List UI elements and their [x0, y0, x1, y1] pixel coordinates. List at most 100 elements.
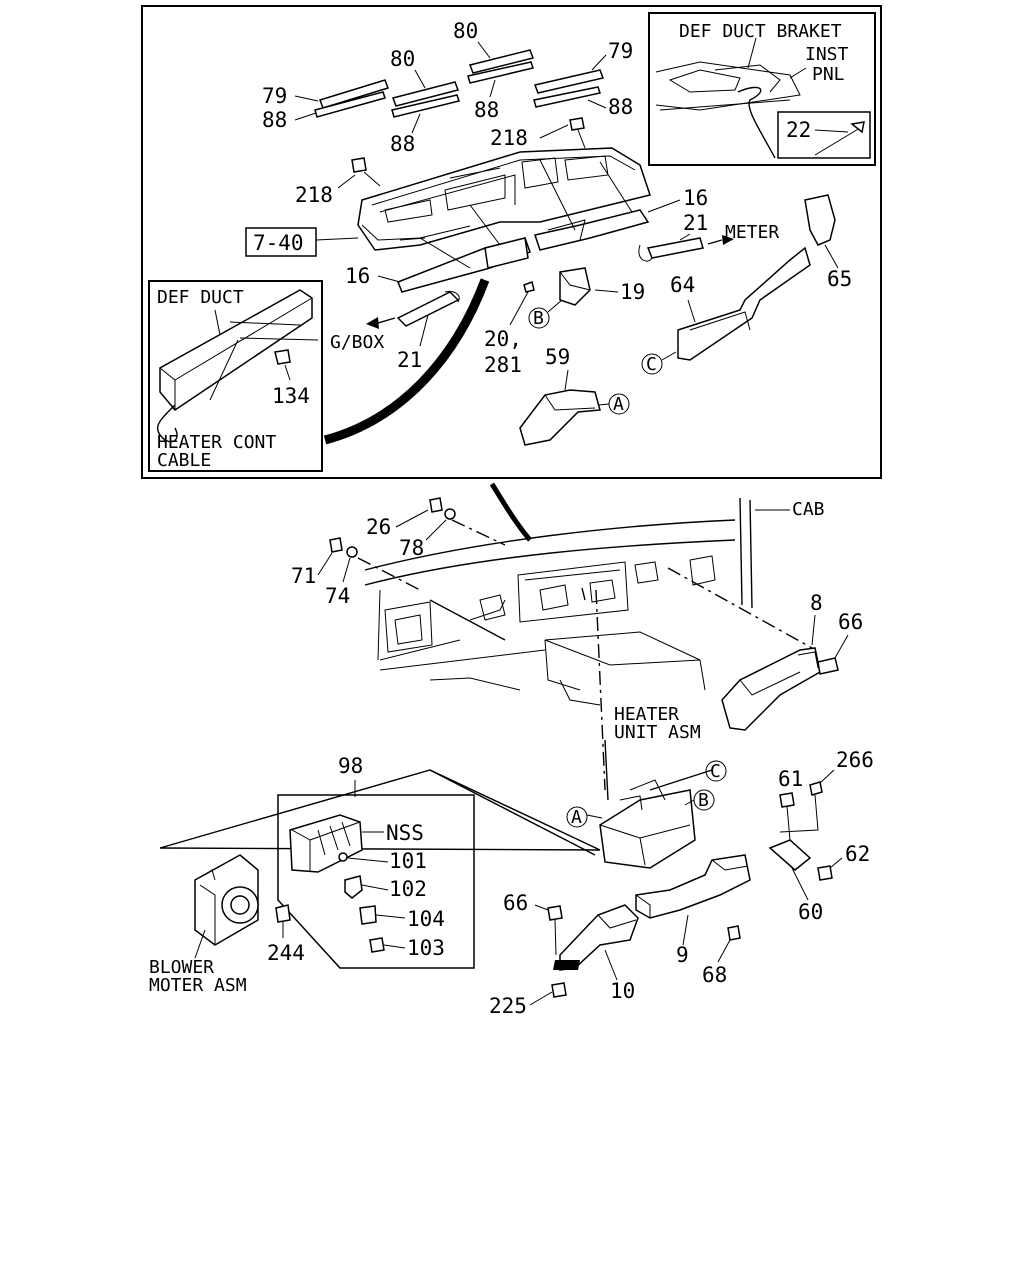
hose-21-meter — [646, 237, 704, 259]
label-circ-c-lower: C — [710, 761, 721, 782]
label-def-duct: DEF DUCT — [157, 287, 244, 308]
label-218-left: 218 — [295, 183, 333, 207]
bracket-60 — [768, 839, 812, 871]
hose-21-gbox — [396, 291, 460, 327]
label-heater-cont: HEATER CONT — [157, 432, 276, 453]
part-102 — [344, 875, 363, 899]
blower-inset-frame — [277, 794, 475, 969]
label-74: 74 — [325, 584, 350, 608]
label-unit-asm: UNIT ASM — [614, 722, 701, 743]
callout-circle-a-lower — [566, 806, 588, 828]
label-78: 78 — [399, 536, 424, 560]
label-103: 103 — [407, 936, 445, 960]
label-88-top: 88 — [474, 98, 499, 122]
label-8: 8 — [810, 591, 823, 615]
label-gbox: G/BOX — [330, 332, 384, 353]
part-103 — [369, 937, 385, 953]
label-inst: INST — [805, 44, 849, 65]
cable-curve-upper — [323, 278, 490, 445]
label-heater: HEATER — [614, 704, 679, 725]
label-62: 62 — [845, 842, 870, 866]
label-circ-b-upper: B — [533, 308, 544, 329]
label-22: 22 — [786, 118, 811, 142]
defroster-ducts-16 — [397, 159, 650, 293]
washer-78 — [444, 508, 456, 520]
ref-box-7-40 — [245, 227, 317, 257]
washer-74 — [346, 546, 358, 558]
label-26: 26 — [366, 515, 391, 539]
label-101: 101 — [389, 849, 427, 873]
label-pnl: PNL — [812, 64, 845, 85]
label-19: 19 — [620, 280, 645, 304]
cable-curve-lower — [489, 482, 532, 542]
label-79-left: 79 — [262, 84, 287, 108]
label-66-left: 66 — [503, 891, 528, 915]
bolt-66-right — [817, 657, 839, 675]
label-98: 98 — [338, 754, 363, 778]
label-59: 59 — [545, 345, 570, 369]
duct-8 — [721, 647, 821, 731]
callout-circle-b-upper — [528, 307, 550, 329]
part-218-left — [351, 157, 367, 173]
label-16-left: 16 — [345, 264, 370, 288]
heater-unit — [599, 779, 696, 869]
label-71: 71 — [291, 564, 316, 588]
label-60: 60 — [798, 900, 823, 924]
duct-9 — [635, 854, 751, 919]
cab-structure — [364, 497, 753, 706]
nut-26 — [429, 497, 443, 513]
seal-10 — [553, 960, 580, 970]
label-80-left: 80 — [390, 47, 415, 71]
arrow-gbox — [377, 317, 396, 324]
inset-def-duct-braket: DEF DUCT BRAKET INST PNL 22 — [648, 12, 876, 166]
bolt-61 — [779, 792, 795, 808]
label-20: 20, — [484, 327, 522, 351]
label-moter-asm: MOTER ASM — [149, 975, 247, 996]
label-21-right: 21 — [683, 211, 708, 235]
label-266: 266 — [836, 748, 874, 772]
bolt-66-left — [547, 905, 563, 921]
label-circ-a-lower: A — [571, 807, 582, 828]
label-88-left: 88 — [262, 108, 287, 132]
label-meter: METER — [725, 222, 779, 243]
label-circ-c-upper: C — [646, 354, 657, 375]
part-244 — [275, 904, 291, 923]
label-7-40: 7-40 — [253, 231, 304, 255]
nut-225 — [551, 982, 567, 998]
label-88-right: 88 — [608, 95, 633, 119]
part-104 — [359, 905, 377, 925]
label-88-mid: 88 — [390, 132, 415, 156]
inset-def-duct: DEF DUCT 134 HEATER CONT CABLE — [148, 280, 323, 472]
label-def-duct-braket: DEF DUCT BRAKET — [679, 21, 842, 42]
callout-circle-c-upper — [641, 353, 663, 375]
label-281: 281 — [484, 353, 522, 377]
label-61: 61 — [778, 767, 803, 791]
screw-266 — [809, 781, 823, 796]
blower-motor — [194, 854, 259, 946]
label-66-right: 66 — [838, 610, 863, 634]
label-218-right: 218 — [490, 126, 528, 150]
label-circ-a-upper: A — [613, 394, 624, 415]
screw-20 — [523, 281, 535, 293]
label-16-right: 16 — [683, 186, 708, 210]
label-64: 64 — [670, 273, 695, 297]
part-101 — [338, 852, 348, 862]
label-9: 9 — [676, 943, 689, 967]
vent-grilles — [314, 49, 605, 118]
label-104: 104 — [407, 907, 445, 931]
label-cable: CABLE — [157, 450, 211, 471]
upper-panel-frame — [141, 5, 882, 479]
part-65 — [804, 194, 836, 246]
label-225: 225 — [489, 994, 527, 1018]
label-circ-b-lower: B — [698, 790, 709, 811]
label-244: 244 — [267, 941, 305, 965]
label-68: 68 — [702, 963, 727, 987]
label-79-right: 79 — [608, 39, 633, 63]
part-nss — [289, 814, 363, 873]
label-nss: NSS — [386, 821, 424, 845]
nut-71 — [329, 537, 343, 553]
label-102: 102 — [389, 877, 427, 901]
label-134: 134 — [272, 384, 310, 408]
callout-circle-c-lower — [705, 760, 727, 782]
